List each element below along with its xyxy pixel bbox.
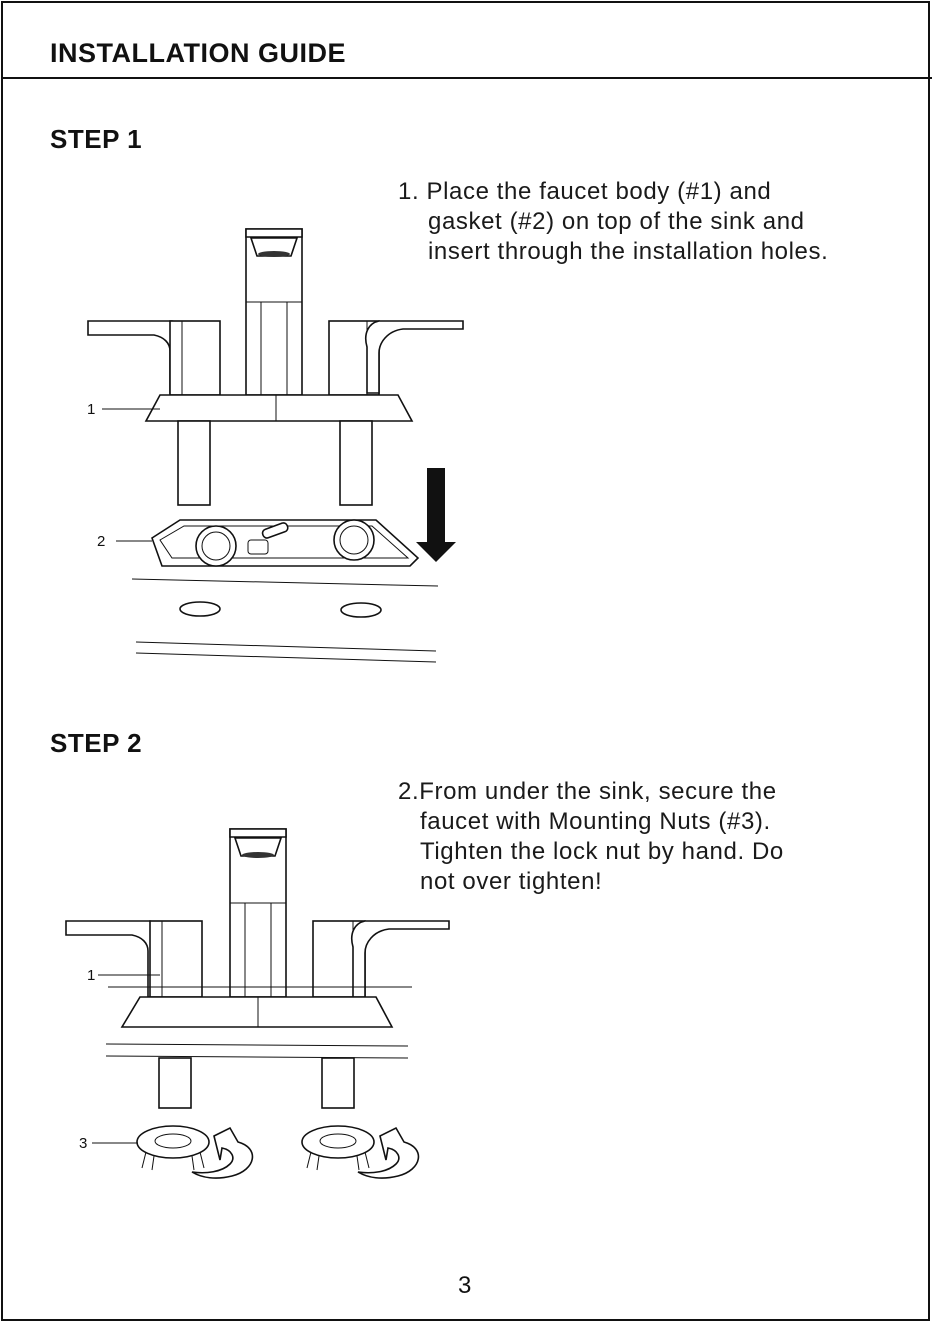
deck-plate: [122, 997, 392, 1027]
right-handle: [313, 921, 449, 997]
right-shank: [322, 1058, 354, 1108]
left-handle: [66, 921, 202, 997]
left-shank: [159, 1058, 191, 1108]
callout-1: 1: [87, 967, 95, 984]
mounting-nut-right: [302, 1126, 374, 1170]
callout-3: 3: [79, 1135, 87, 1152]
mounting-nut-left: [137, 1126, 209, 1170]
sink-top: [106, 1044, 408, 1058]
faucet-spout: [230, 829, 286, 997]
page-number: 3: [458, 1272, 471, 1300]
